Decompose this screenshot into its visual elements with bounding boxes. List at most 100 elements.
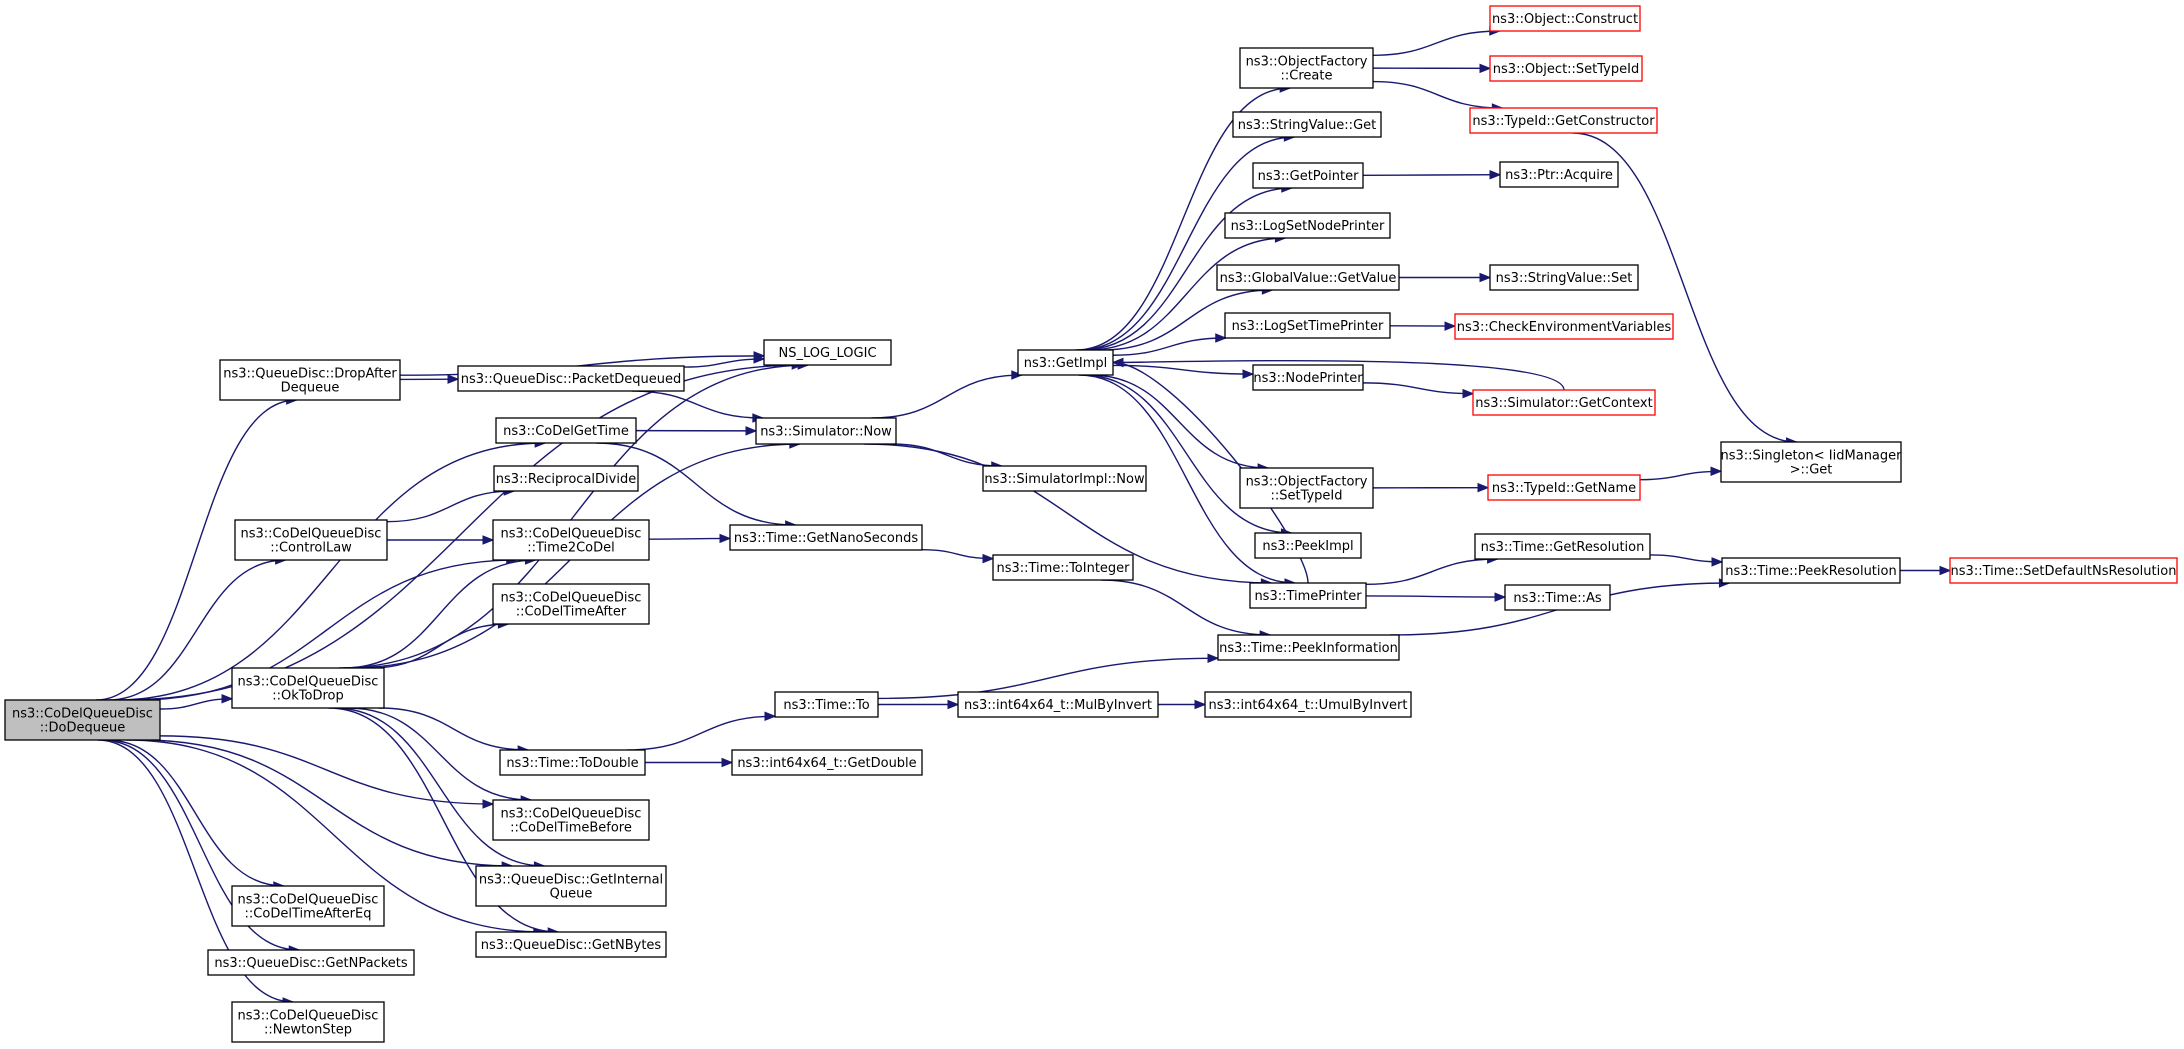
node-box[interactable]: [207, 949, 415, 976]
node-box[interactable]: [1469, 107, 1658, 134]
node-box[interactable]: [1474, 533, 1651, 560]
node-timeprinter[interactable]: ns3::TimePrinter: [1249, 582, 1367, 609]
node-box[interactable]: [231, 885, 385, 927]
node-codeltimebefore[interactable]: ns3::CoDelQueueDisc::CoDelTimeBefore: [492, 799, 650, 841]
node-typeidgetctor[interactable]: ns3::TypeId::GetConstructor: [1469, 107, 1658, 134]
node-box[interactable]: [492, 519, 650, 561]
node-box[interactable]: [1239, 47, 1374, 89]
node-box[interactable]: [763, 339, 892, 366]
node-logsettime[interactable]: ns3::LogSetTimePrinter: [1224, 312, 1391, 339]
node-box[interactable]: [492, 799, 650, 841]
node-box[interactable]: [492, 583, 650, 625]
node-tointeger[interactable]: ns3::Time::ToInteger: [992, 554, 1134, 581]
node-simgetctx[interactable]: ns3::Simulator::GetContext: [1472, 389, 1656, 416]
node-box[interactable]: [457, 365, 685, 392]
node-ofcreate[interactable]: ns3::ObjectFactory::Create: [1239, 47, 1374, 89]
node-box[interactable]: [1721, 557, 1901, 584]
node-box[interactable]: [231, 667, 385, 709]
node-timesetdefault[interactable]: ns3::Time::SetDefaultNsResolution: [1949, 557, 2178, 584]
node-box[interactable]: [475, 931, 667, 958]
node-timeas[interactable]: ns3::Time::As: [1504, 584, 1611, 611]
node-box[interactable]: [1204, 691, 1412, 718]
node-codelgettime[interactable]: ns3::CoDelGetTime: [495, 417, 637, 444]
node-stringvalueset[interactable]: ns3::StringValue::Set: [1489, 264, 1639, 291]
node-codeltimeafter[interactable]: ns3::CoDelQueueDisc::CoDelTimeAfter: [492, 583, 650, 625]
node-box[interactable]: [1504, 584, 1611, 611]
node-box[interactable]: [1489, 55, 1643, 82]
node-mulbyinvert[interactable]: ns3::int64x64_t::MulByInvert: [957, 691, 1159, 718]
node-getnbytes[interactable]: ns3::QueueDisc::GetNBytes: [475, 931, 667, 958]
node-timeto[interactable]: ns3::Time::To: [774, 691, 879, 718]
node-box[interactable]: [234, 519, 388, 561]
node-box[interactable]: [4, 699, 161, 741]
node-box[interactable]: [1232, 111, 1382, 138]
node-box[interactable]: [957, 691, 1159, 718]
node-box[interactable]: [1720, 441, 1902, 483]
node-box[interactable]: [493, 465, 639, 492]
node-simnow[interactable]: ns3::Simulator::Now: [755, 417, 897, 445]
node-box[interactable]: [1489, 264, 1639, 291]
node-box[interactable]: [1216, 264, 1400, 291]
node-singleton[interactable]: ns3::Singleton< IidManager >::Get: [1720, 441, 1902, 483]
node-box[interactable]: [1949, 557, 2178, 584]
node-box[interactable]: [1252, 162, 1364, 189]
node-box[interactable]: [1217, 634, 1400, 661]
node-time2codel[interactable]: ns3::CoDelQueueDisc::Time2CoDel: [492, 519, 650, 561]
node-typeidgetname[interactable]: ns3::TypeId::GetName: [1487, 474, 1641, 501]
node-box[interactable]: [1489, 5, 1641, 32]
node-box[interactable]: [731, 749, 923, 776]
node-getdouble[interactable]: ns3::int64x64_t::GetDouble: [731, 749, 923, 776]
node-getpointer[interactable]: ns3::GetPointer: [1252, 162, 1364, 189]
node-objconstruct[interactable]: ns3::Object::Construct: [1489, 5, 1641, 32]
node-box[interactable]: [1454, 313, 1674, 340]
node-box[interactable]: [1224, 312, 1391, 339]
node-gvgetvalue[interactable]: ns3::GlobalValue::GetValue: [1216, 264, 1400, 291]
node-todouble[interactable]: ns3::Time::ToDouble: [499, 749, 646, 776]
node-box[interactable]: [1224, 212, 1391, 239]
node-oktodrop[interactable]: ns3::CoDelQueueDisc::OkToDrop: [231, 667, 385, 709]
node-controllaw[interactable]: ns3::CoDelQueueDisc::ControlLaw: [234, 519, 388, 561]
node-box[interactable]: [1254, 532, 1362, 559]
node-box[interactable]: [219, 359, 401, 401]
node-timepeekres[interactable]: ns3::Time::PeekResolution: [1721, 557, 1901, 584]
node-box[interactable]: [495, 417, 637, 444]
node-simimplnow[interactable]: ns3::SimulatorImpl::Now: [982, 465, 1147, 492]
node-box[interactable]: [475, 865, 667, 907]
node-box[interactable]: [1252, 364, 1364, 391]
node-box[interactable]: [992, 554, 1134, 581]
node-nslog[interactable]: NS_LOG_LOGIC: [763, 339, 892, 366]
node-dodequeue[interactable]: ns3::CoDelQueueDisc::DoDequeue: [4, 699, 161, 741]
node-logsetnode[interactable]: ns3::LogSetNodePrinter: [1224, 212, 1391, 239]
node-packetdeq[interactable]: ns3::QueueDisc::PacketDequeued: [457, 365, 685, 392]
node-box[interactable]: [231, 1001, 385, 1043]
node-ofsettypeid[interactable]: ns3::ObjectFactory::SetTypeId: [1239, 467, 1374, 509]
node-box[interactable]: [1499, 161, 1619, 188]
node-peekimpl[interactable]: ns3::PeekImpl: [1254, 532, 1362, 559]
node-stringvalueget[interactable]: ns3::StringValue::Get: [1232, 111, 1382, 138]
node-getimpl[interactable]: ns3::GetImpl: [1017, 349, 1114, 376]
node-box[interactable]: [499, 749, 646, 776]
node-checkenv[interactable]: ns3::CheckEnvironmentVariables: [1454, 313, 1674, 340]
node-getnpackets[interactable]: ns3::QueueDisc::GetNPackets: [207, 949, 415, 976]
node-codeltimeaftereq[interactable]: ns3::CoDelQueueDisc::CoDelTimeAfterEq: [231, 885, 385, 927]
node-reciprocal[interactable]: ns3::ReciprocalDivide: [493, 465, 639, 492]
node-nodeprinter[interactable]: ns3::NodePrinter: [1252, 364, 1364, 391]
node-box[interactable]: [774, 691, 879, 718]
node-timegetres[interactable]: ns3::Time::GetResolution: [1474, 533, 1651, 560]
node-peekinfo[interactable]: ns3::Time::PeekInformation: [1217, 634, 1400, 661]
node-box[interactable]: [1017, 349, 1114, 376]
node-box[interactable]: [1487, 474, 1641, 501]
node-umulbyinvert[interactable]: ns3::int64x64_t::UmulByInvert: [1204, 691, 1412, 718]
node-getnanosec[interactable]: ns3::Time::GetNanoSeconds: [729, 524, 923, 551]
node-box[interactable]: [1472, 389, 1656, 416]
node-box[interactable]: [729, 524, 923, 551]
node-ptracquire[interactable]: ns3::Ptr::Acquire: [1499, 161, 1619, 188]
node-box[interactable]: [1239, 467, 1374, 509]
node-box[interactable]: [982, 465, 1147, 492]
node-objsettypeid[interactable]: ns3::Object::SetTypeId: [1489, 55, 1643, 82]
node-box[interactable]: [1249, 582, 1367, 609]
node-newtonstep[interactable]: ns3::CoDelQueueDisc::NewtonStep: [231, 1001, 385, 1043]
node-box[interactable]: [755, 417, 897, 445]
